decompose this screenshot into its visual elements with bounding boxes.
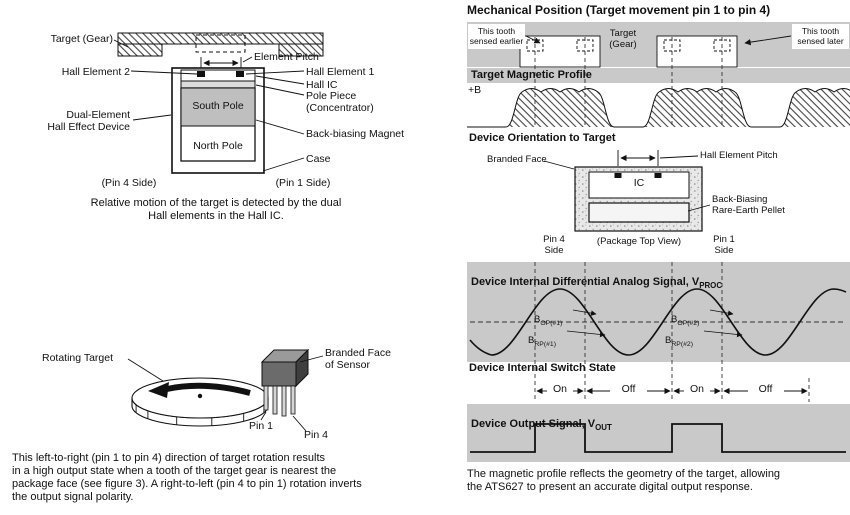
label-rotating-target: Rotating Target <box>42 352 114 364</box>
label-pin-4: Pin 4 <box>304 429 328 441</box>
label-pin1-side-top-view: Pin 1 Side <box>713 234 735 257</box>
label-back-biasing-magnet: Back-biasing Magnet <box>306 128 405 140</box>
hall-element-2-chip <box>197 71 205 77</box>
label-south-pole: South Pole <box>192 100 244 112</box>
pole-piece-strip <box>180 80 256 89</box>
label-hall-element-pitch: Hall Element Pitch <box>700 150 778 161</box>
heading-switch-state: Device Internal Switch State <box>469 362 616 374</box>
package-pin <box>290 385 296 415</box>
label-hall-element-2: Hall Element 2 <box>61 66 130 78</box>
heading-device-orientation: Device Orientation to Target <box>469 132 616 144</box>
output-heading-sub: OUT <box>595 423 612 433</box>
hall-element-mark <box>654 173 662 178</box>
label-ic: IC <box>633 177 645 189</box>
gear-target-cross-section <box>117 32 324 57</box>
rotation-leader-lines <box>127 355 324 432</box>
hall-device-cross-section <box>171 67 265 174</box>
alignment-dashed-lines <box>534 37 810 402</box>
label-brp2: BRP(#2) <box>665 335 693 349</box>
rotating-target-disk <box>131 377 269 427</box>
label-hall-element-1: Hall Element 1 <box>306 66 375 78</box>
device-top-view <box>543 150 711 232</box>
caption-right-column: The magnetic profile reflects the geomet… <box>467 468 781 493</box>
label-patch-left <box>468 24 525 49</box>
hall-element-mark <box>614 173 622 178</box>
magnetic-profile-header-band <box>467 68 850 83</box>
output-heading-main: Device Output Signal, V <box>471 417 596 430</box>
rare-earth-pellet <box>588 202 690 223</box>
switch-state-off-1: Off <box>621 383 636 395</box>
heading-analog-signal: Device Internal Differential Analog Sign… <box>471 263 722 291</box>
label-pin4-side: (Pin 4 Side) <box>101 177 157 189</box>
element-pitch-arrow <box>200 57 242 68</box>
tooth-sensed-earlier <box>519 35 601 68</box>
label-pin-1: Pin 1 <box>249 420 273 432</box>
analog-heading-sub: PROC <box>699 281 723 291</box>
caption-sensor-section: Relative motion of the target is detecte… <box>90 197 342 222</box>
switch-state-on-1: On <box>552 383 567 395</box>
package-pin <box>263 385 269 411</box>
label-hall-ic: Hall IC <box>306 79 338 91</box>
label-target-gear-band: Target (Gear) <box>609 28 637 51</box>
package-pin <box>281 385 287 417</box>
analog-signal-plot <box>469 288 847 356</box>
package-pin <box>272 385 278 415</box>
right-title: Mechanical Position (Target movement pin… <box>467 3 771 17</box>
sensor-package-3d <box>260 348 310 417</box>
switch-state-off-2: Off <box>758 383 773 395</box>
rotation-arrow-head <box>148 382 169 398</box>
label-element-pitch: Element Pitch <box>254 51 319 63</box>
heading-output-signal: Device Output Signal, VOUT <box>471 405 612 433</box>
mech-teeth <box>468 24 849 68</box>
ic-block <box>588 171 690 199</box>
heading-target-magnetic-profile: Target Magnetic Profile <box>471 69 592 81</box>
label-tooth-sensed-later: This tooth sensed later <box>797 26 844 47</box>
analog-signal-band <box>467 262 850 362</box>
label-plus-b-axis: +B <box>468 84 482 96</box>
label-north-pole: North Pole <box>193 140 243 152</box>
label-branded-face-of-sensor: Branded Face of Sensor <box>325 347 391 372</box>
label-tooth-sensed-earlier: This tooth sensed earlier <box>469 26 524 47</box>
analog-heading-main: Device Internal Differential Analog Sign… <box>471 275 700 288</box>
label-case: Case <box>306 153 331 165</box>
magnetic-profile-waveform <box>467 88 850 128</box>
sine-waveform <box>469 288 847 356</box>
tooth-sensed-later <box>656 35 738 68</box>
label-branded-face: Branded Face <box>487 154 547 165</box>
package-front-face <box>261 361 297 387</box>
label-pin1-side: (Pin 1 Side) <box>275 177 331 189</box>
label-pin4-side-top-view: Pin 4 Side <box>543 234 565 257</box>
label-package-top-view: (Package Top View) <box>596 236 682 247</box>
caption-rotation-section: This left-to-right (pin 1 to pin 4) dire… <box>12 452 362 503</box>
label-brp1: BRP(#1) <box>528 335 556 349</box>
label-dual-element-device: Dual-Element Hall Effect Device <box>47 109 130 134</box>
disk-center-dot <box>197 393 203 399</box>
label-bop2: BOP(#2) <box>671 314 700 328</box>
label-pole-piece: Pole Piece (Concentrator) <box>306 90 374 115</box>
label-bop1: BOP(#1) <box>534 314 563 328</box>
south-pole-block <box>180 87 256 127</box>
left-leader-lines <box>113 39 305 172</box>
label-target-gear: Target (Gear) <box>50 33 113 45</box>
rotation-arrow <box>166 382 251 396</box>
switch-state-on-2: On <box>689 383 704 395</box>
hall-element-1-chip <box>236 71 244 77</box>
label-rare-earth-pellet: Back-Biasing Rare-Earth Pellet <box>712 194 785 217</box>
label-patch-right <box>792 24 849 49</box>
output-signal-waveform <box>470 423 846 453</box>
